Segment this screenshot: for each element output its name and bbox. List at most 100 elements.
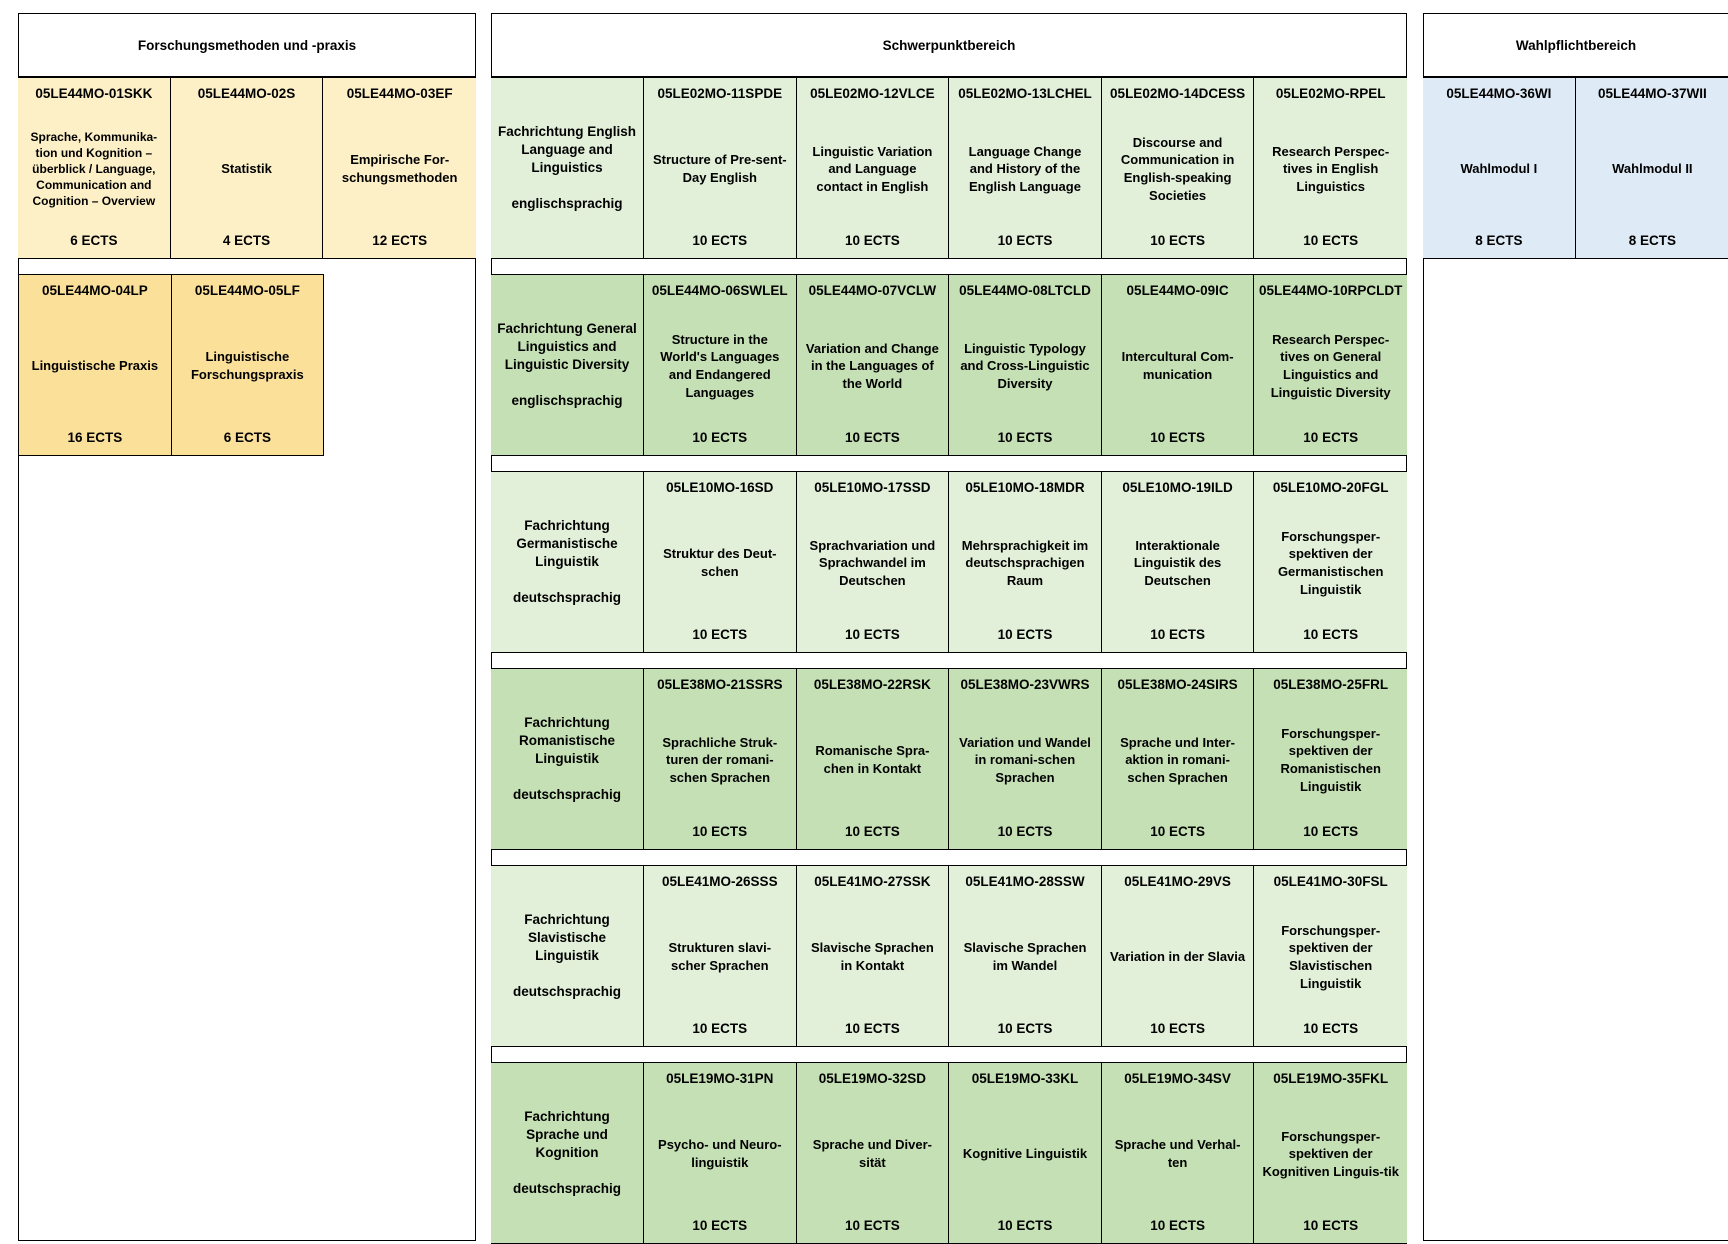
module-code: 05LE38MO-25FRL (1273, 677, 1389, 692)
module-code: 05LE02MO-14DCESS (1110, 86, 1246, 101)
module-card: 05LE44MO-03EF Empirische For-schungsmeth… (323, 78, 476, 258)
module-title: Psycho- und Neuro-linguistik (658, 1137, 782, 1170)
module-code: 05LE02MO-RPEL (1275, 86, 1386, 101)
module-title: Sprachliche Struk-turen der romani-schen… (662, 734, 778, 785)
module-code: 05LE10MO-20FGL (1272, 480, 1389, 495)
module-ects: 10 ECTS (997, 823, 1053, 839)
module-ects: 10 ECTS (1150, 1020, 1205, 1036)
module-card: 05LE19MO-34SV Sprache und Verhal-ten 10 EC… (1101, 1063, 1255, 1243)
column-title: Wahlpflichtbereich (1424, 14, 1728, 77)
module-ects: 10 ECTS (1303, 1020, 1359, 1036)
module-ects: 6 ECTS (70, 232, 118, 248)
module-code: 05LE44MO-08LTCLD (959, 283, 1091, 298)
module-title: Discourse and Communication in English-s… (1120, 134, 1235, 203)
module-card: 05LE44MO-02S Statistik 4 ECTS (170, 78, 324, 258)
module-title: Sprache und Inter-aktion in romani-schen… (1120, 734, 1235, 785)
module-title: Linguistische Praxis (31, 358, 159, 374)
module-title: Forschungsper-spektiven der Slavistische… (1281, 922, 1381, 991)
module-code: 05LE44MO-05LF (194, 283, 300, 298)
module-code: 05LE19MO-35FKL (1273, 1071, 1389, 1086)
module-ects: 8 ECTS (1475, 232, 1523, 248)
module-ects: 10 ECTS (692, 232, 748, 248)
module-card: 05LE38MO-23VWRS Variation und Wandel in r… (949, 669, 1102, 849)
module-title: Sprache und Diver-sität (812, 1137, 932, 1170)
module-ects: 10 ECTS (845, 429, 900, 445)
module-code: 05LE19MO-32SD (818, 1071, 927, 1086)
module-code: 05LE38MO-23VWRS (960, 677, 1090, 692)
module-code: 05LE10MO-19ILD (1122, 480, 1233, 495)
module-card: 05LE02MO-14DCESS Discourse and Communicat… (1101, 78, 1255, 258)
module-title: Wahlmodul II (1612, 161, 1693, 177)
fachrichtung-language: englischsprachig (511, 196, 623, 212)
module-code: 05LE44MO-03EF (346, 86, 453, 101)
module-code: 05LE44MO-10RPCLDT (1259, 283, 1403, 298)
module-title: Kognitive Linguistik (962, 1146, 1088, 1162)
module-code: 05LE44MO-04LP (41, 283, 148, 298)
module-title: Linguistic Variation and Language contac… (812, 143, 933, 194)
fachrichtung-language: deutschsprachig (512, 590, 622, 606)
fachrichtung-name: Fachrichtung English Language and Lingui… (497, 123, 636, 175)
module-card: 05LE44MO-01SKK Sprache, Kommunika-tion u… (18, 78, 171, 258)
module-title: Variation und Wandel in romani-schen Spr… (959, 734, 1091, 785)
module-code: 05LE19MO-31PN (666, 1071, 774, 1086)
module-ects: 10 ECTS (1303, 626, 1359, 642)
module-ects: 16 ECTS (67, 429, 123, 445)
module-ects: 10 ECTS (1150, 429, 1205, 445)
module-title: Research Perspec-tives on General Lingui… (1270, 331, 1391, 400)
column-title: Forschungsmethoden und -praxis (19, 14, 475, 77)
column-title: Schwerpunktbereich (492, 14, 1406, 77)
schwerpunkt-row: Fachrichtung English Language and Lingui… (491, 77, 1407, 259)
module-card: 05LE38MO-25FRL Forschungsper-spektiven de… (1254, 669, 1407, 849)
module-ects: 10 ECTS (997, 429, 1053, 445)
module-card: 05LE44MO-37WII Wahlmodul II 8 ECTS (1575, 78, 1728, 258)
module-ects: 10 ECTS (1303, 429, 1359, 445)
fachrichtung-language: deutschsprachig (512, 984, 622, 1000)
forschung-row-1: 05LE44MO-01SKK Sprache, Kommunika-tion u… (18, 77, 476, 259)
module-card: 05LE10MO-20FGL Forschungsper-spektiven de… (1254, 472, 1407, 652)
module-code: 05LE10MO-17SSD (814, 480, 931, 495)
module-ects: 10 ECTS (1150, 626, 1205, 642)
module-title: Forschungsper-spektiven der Germanistisc… (1277, 528, 1384, 597)
module-title: Interaktionale Linguistik des Deutschen (1133, 537, 1222, 588)
fachrichtung-name: Fachrichtung Germanistische Linguistik (516, 517, 618, 569)
fachrichtung-name: Fachrichtung Sprache und Kognition (524, 1108, 610, 1160)
module-title: Strukturen slavi-scher Sprachen (668, 940, 772, 973)
module-title: Empirische For-schungsmethoden (341, 152, 458, 185)
module-title: Wahlmodul I (1460, 161, 1538, 177)
module-ects: 10 ECTS (692, 626, 748, 642)
module-code: 05LE19MO-34SV (1124, 1071, 1231, 1086)
module-title: Forschungsper-spektiven der Romanistisch… (1280, 725, 1381, 794)
module-ects: 10 ECTS (1150, 1217, 1205, 1233)
module-ects: 10 ECTS (692, 1020, 748, 1036)
fachrichtung-name: Fachrichtung Romanistische Linguistik (518, 714, 616, 766)
wahlpflicht-row: 05LE44MO-36WI Wahlmodul I 8 ECTS 05LE44M… (1423, 77, 1728, 259)
fachrichtung-name: Fachrichtung General Linguistics and Lin… (497, 320, 637, 372)
module-card: 05LE44MO-10RPCLDT Research Perspec-tives … (1254, 275, 1407, 455)
module-card: 05LE44MO-04LP Linguistische Praxis 16 EC… (19, 275, 172, 455)
module-ects: 10 ECTS (1303, 823, 1359, 839)
module-code: 05LE38MO-22RSK (813, 677, 931, 692)
module-title: Sprache und Verhal-ten (1114, 1137, 1241, 1170)
module-ects: 10 ECTS (997, 232, 1053, 248)
module-title: Structure of Pre-sent-Day English (652, 152, 787, 185)
schwerpunkt-row: Fachrichtung Germanistische Linguistik de… (491, 471, 1407, 653)
forschung-row-2: 05LE44MO-04LP Linguistische Praxis 16 EC… (18, 274, 324, 456)
